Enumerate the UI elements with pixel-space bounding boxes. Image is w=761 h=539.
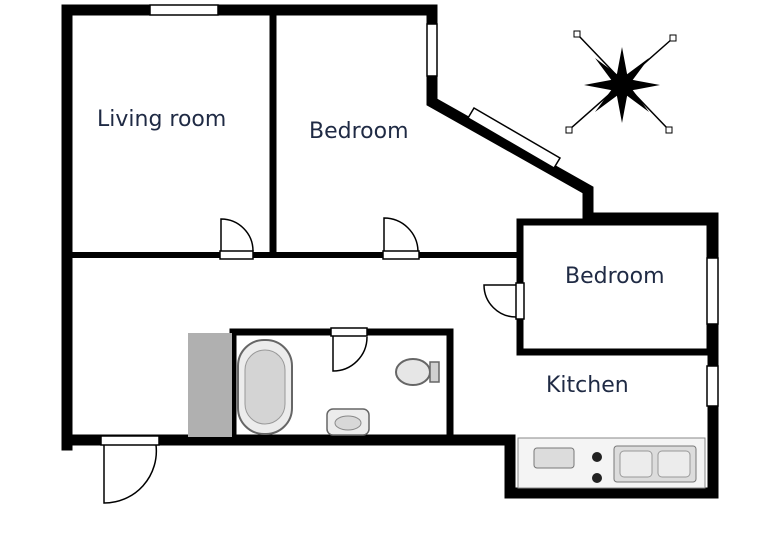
stove-icon [592, 452, 602, 483]
shower-tray [188, 333, 232, 437]
double-sink-icon [613, 445, 697, 483]
room-label-bedroom-small: Bedroom [565, 264, 665, 289]
room-label-bedroom: Bedroom [309, 119, 409, 144]
bathroom-fixtures [188, 333, 440, 437]
bathtub-icon [237, 339, 293, 435]
toilet-icon [395, 358, 440, 386]
windows [149, 4, 719, 407]
room-label-living-room: Living room [97, 107, 227, 132]
sink-icon [533, 447, 575, 469]
compass-rose-icon [565, 30, 677, 134]
kitchen-counter [517, 437, 706, 489]
room-label-kitchen: Kitchen [546, 373, 629, 398]
doors [100, 217, 525, 504]
sink-icon [326, 408, 370, 436]
